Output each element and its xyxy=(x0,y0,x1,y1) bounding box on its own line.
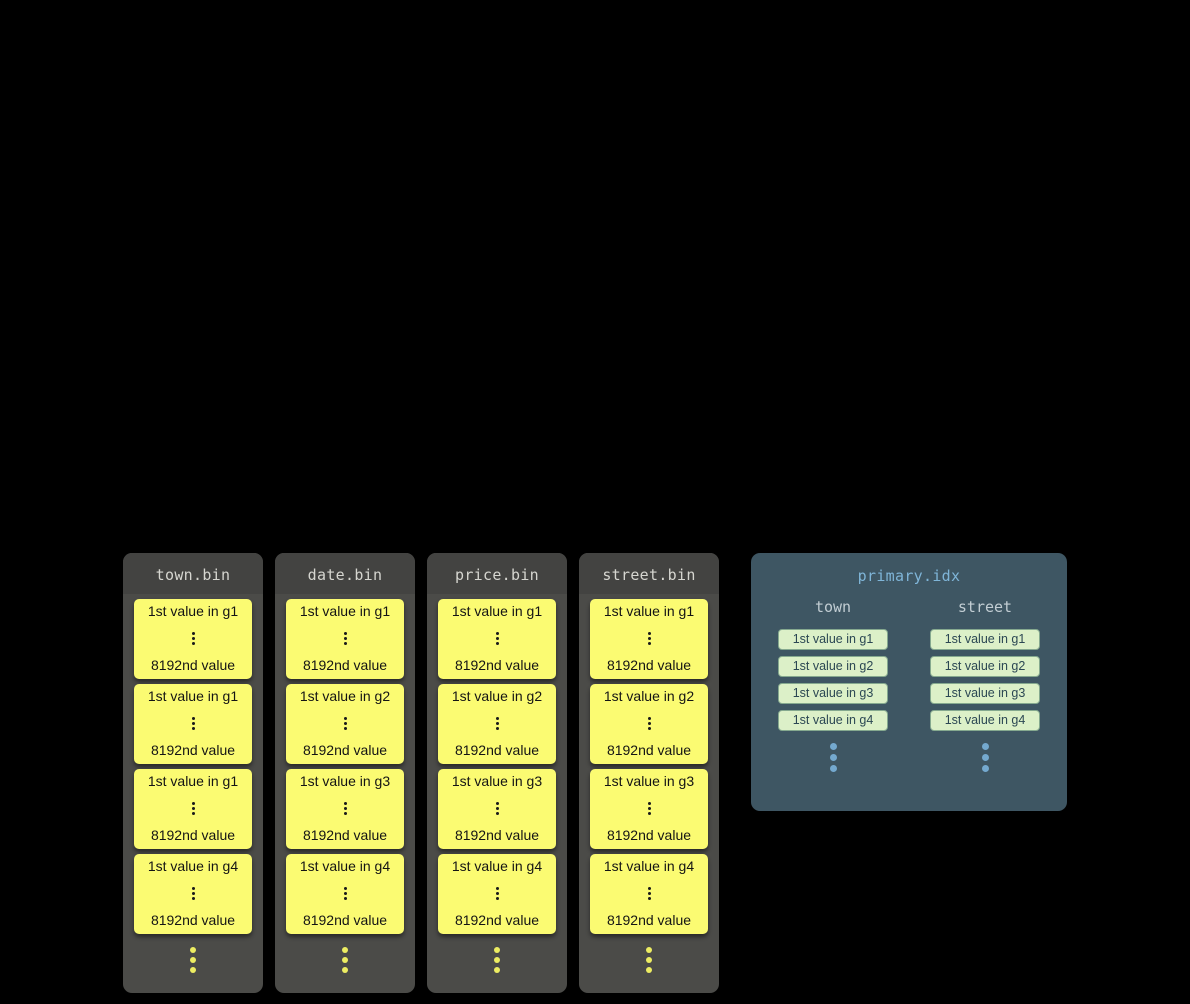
granule-last-value: 8192nd value xyxy=(302,826,388,843)
more-granules-ellipsis-icon xyxy=(190,943,196,977)
index-entry: 1st value in g1 xyxy=(778,629,888,650)
vertical-ellipsis-icon xyxy=(647,885,651,902)
granule-last-value: 8192nd value xyxy=(454,741,540,758)
vertical-ellipsis-icon xyxy=(343,630,347,647)
granule-first-value: 1st value in g4 xyxy=(147,858,239,874)
granule-last-value: 8192nd value xyxy=(454,911,540,928)
vertical-ellipsis-icon xyxy=(191,630,195,647)
bin-file-column-date: date.bin 1st value in g1 8192nd value 1s… xyxy=(275,553,415,993)
granule-block: 1st value in g3 8192nd value xyxy=(438,769,556,849)
granule-first-value: 1st value in g2 xyxy=(451,688,543,704)
granule-block: 1st value in g1 8192nd value xyxy=(134,684,252,764)
vertical-ellipsis-icon xyxy=(495,885,499,902)
index-column-town: town 1st value in g1 1st value in g2 1st… xyxy=(778,598,888,776)
granule-first-value: 1st value in g1 xyxy=(299,603,391,619)
granule-block: 1st value in g1 8192nd value xyxy=(590,599,708,679)
more-granules-ellipsis-icon xyxy=(342,943,348,977)
granule-last-value: 8192nd value xyxy=(302,911,388,928)
granule-blocks: 1st value in g1 8192nd value 1st value i… xyxy=(134,599,252,934)
index-entry: 1st value in g4 xyxy=(778,710,888,731)
granule-block: 1st value in g1 8192nd value xyxy=(134,769,252,849)
index-entry: 1st value in g2 xyxy=(930,656,1040,677)
granule-first-value: 1st value in g4 xyxy=(603,858,695,874)
granule-last-value: 8192nd value xyxy=(454,826,540,843)
granule-last-value: 8192nd value xyxy=(302,741,388,758)
bin-files-row: town.bin 1st value in g1 8192nd value 1s… xyxy=(123,553,719,993)
granule-first-value: 1st value in g3 xyxy=(299,773,391,789)
index-entry: 1st value in g4 xyxy=(930,710,1040,731)
granule-block: 1st value in g4 8192nd value xyxy=(286,854,404,934)
index-column-street: street 1st value in g1 1st value in g2 1… xyxy=(930,598,1040,776)
granule-last-value: 8192nd value xyxy=(150,826,236,843)
more-granules-ellipsis-icon xyxy=(494,943,500,977)
bin-file-column-town: town.bin 1st value in g1 8192nd value 1s… xyxy=(123,553,263,993)
granule-block: 1st value in g4 8192nd value xyxy=(438,854,556,934)
vertical-ellipsis-icon xyxy=(191,800,195,817)
vertical-ellipsis-icon xyxy=(343,715,347,732)
granule-last-value: 8192nd value xyxy=(150,911,236,928)
granule-block: 1st value in g1 8192nd value xyxy=(438,599,556,679)
more-entries-ellipsis-icon xyxy=(930,743,1040,772)
vertical-ellipsis-icon xyxy=(647,630,651,647)
granule-block: 1st value in g2 8192nd value xyxy=(286,684,404,764)
granule-block: 1st value in g3 8192nd value xyxy=(590,769,708,849)
granule-first-value: 1st value in g2 xyxy=(299,688,391,704)
granule-first-value: 1st value in g1 xyxy=(147,688,239,704)
granule-block: 1st value in g4 8192nd value xyxy=(590,854,708,934)
granule-last-value: 8192nd value xyxy=(606,826,692,843)
granule-first-value: 1st value in g3 xyxy=(603,773,695,789)
primary-index-panel: primary.idx town 1st value in g1 1st val… xyxy=(751,553,1067,811)
bin-file-column-street: street.bin 1st value in g1 8192nd value … xyxy=(579,553,719,993)
index-entry: 1st value in g2 xyxy=(778,656,888,677)
granule-block: 1st value in g1 8192nd value xyxy=(286,599,404,679)
vertical-ellipsis-icon xyxy=(647,715,651,732)
vertical-ellipsis-icon xyxy=(191,885,195,902)
more-entries-ellipsis-icon xyxy=(778,743,888,772)
granule-last-value: 8192nd value xyxy=(606,656,692,673)
granule-block: 1st value in g3 8192nd value xyxy=(286,769,404,849)
index-column-header: street xyxy=(957,598,1013,616)
bin-file-title: price.bin xyxy=(427,553,567,594)
granule-blocks: 1st value in g1 8192nd value 1st value i… xyxy=(438,599,556,934)
vertical-ellipsis-icon xyxy=(495,800,499,817)
granule-last-value: 8192nd value xyxy=(454,656,540,673)
granule-blocks: 1st value in g1 8192nd value 1st value i… xyxy=(286,599,404,934)
bin-file-title: street.bin xyxy=(579,553,719,594)
index-entry: 1st value in g3 xyxy=(930,683,1040,704)
bin-file-column-price: price.bin 1st value in g1 8192nd value 1… xyxy=(427,553,567,993)
primary-index-title: primary.idx xyxy=(857,567,961,585)
granule-last-value: 8192nd value xyxy=(150,741,236,758)
vertical-ellipsis-icon xyxy=(343,800,347,817)
vertical-ellipsis-icon xyxy=(495,715,499,732)
vertical-ellipsis-icon xyxy=(495,630,499,647)
bin-file-title: town.bin xyxy=(123,553,263,594)
granule-first-value: 1st value in g1 xyxy=(603,603,695,619)
granule-block: 1st value in g2 8192nd value xyxy=(590,684,708,764)
vertical-ellipsis-icon xyxy=(191,715,195,732)
granule-first-value: 1st value in g3 xyxy=(451,773,543,789)
granule-block: 1st value in g1 8192nd value xyxy=(134,599,252,679)
more-granules-ellipsis-icon xyxy=(646,943,652,977)
granule-blocks: 1st value in g1 8192nd value 1st value i… xyxy=(590,599,708,934)
granule-last-value: 8192nd value xyxy=(606,911,692,928)
index-entry: 1st value in g3 xyxy=(778,683,888,704)
vertical-ellipsis-icon xyxy=(343,885,347,902)
granule-first-value: 1st value in g1 xyxy=(451,603,543,619)
granule-block: 1st value in g4 8192nd value xyxy=(134,854,252,934)
granule-last-value: 8192nd value xyxy=(302,656,388,673)
primary-index-columns: town 1st value in g1 1st value in g2 1st… xyxy=(751,598,1067,776)
vertical-ellipsis-icon xyxy=(647,800,651,817)
index-entry: 1st value in g1 xyxy=(930,629,1040,650)
granule-first-value: 1st value in g1 xyxy=(147,603,239,619)
granule-last-value: 8192nd value xyxy=(150,656,236,673)
granule-first-value: 1st value in g2 xyxy=(603,688,695,704)
granule-first-value: 1st value in g4 xyxy=(451,858,543,874)
granule-last-value: 8192nd value xyxy=(606,741,692,758)
granule-block: 1st value in g2 8192nd value xyxy=(438,684,556,764)
granule-first-value: 1st value in g4 xyxy=(299,858,391,874)
index-column-header: town xyxy=(814,598,852,616)
granule-first-value: 1st value in g1 xyxy=(147,773,239,789)
bin-file-title: date.bin xyxy=(275,553,415,594)
